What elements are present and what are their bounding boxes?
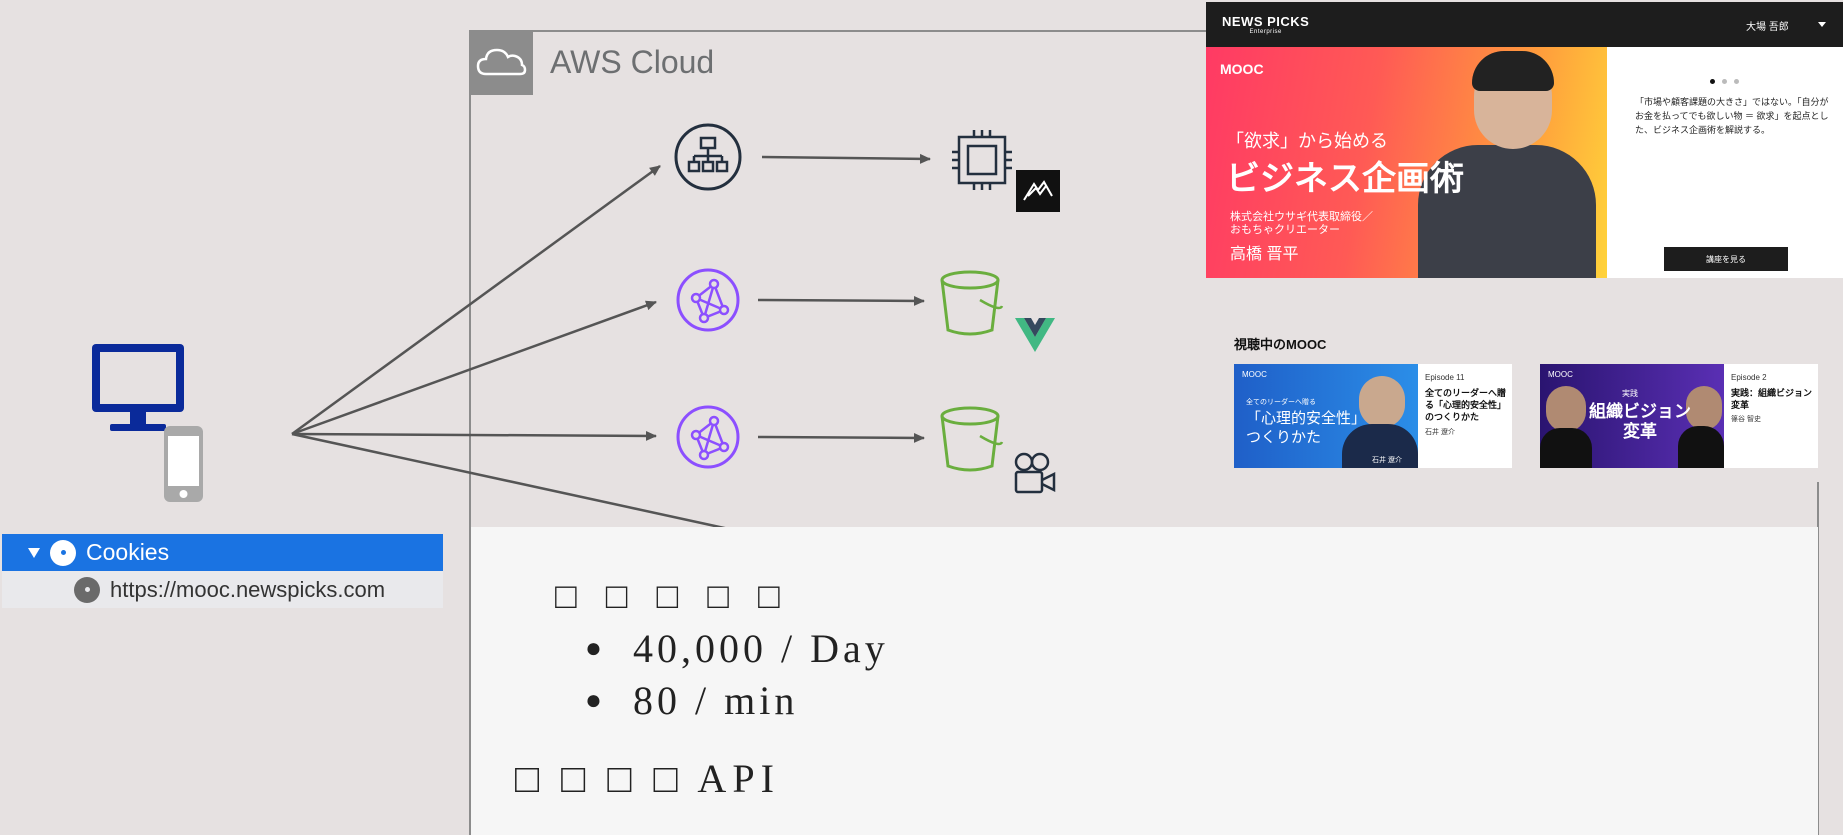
cookie-domain-label: https://mooc.newspicks.com bbox=[110, 576, 386, 602]
hero-description: 「市場や顧客課題の大きさ」ではない。「自分がお金を払ってでも欲しい物 ＝ 欲求」… bbox=[1635, 97, 1829, 135]
hero-info: 「市場や顧客課題の大きさ」ではない。「自分がお金を払ってでも欲しい物 ＝ 欲求」… bbox=[1607, 47, 1843, 278]
hero-title: ビジネス企画術 bbox=[1226, 160, 1464, 198]
stats-heading: □ □ □ □ □ bbox=[555, 576, 790, 616]
carousel-dot[interactable] bbox=[1734, 79, 1739, 84]
newspicks-logo[interactable]: NEWS PICKS Enterprise bbox=[1222, 14, 1309, 35]
arrow-cf1-to-s3 bbox=[757, 295, 925, 306]
hero-kicker: 「欲求」から始める bbox=[1226, 131, 1388, 151]
course-author: 篠谷 智史 bbox=[1731, 416, 1761, 423]
cookies-tree-header[interactable]: Cookies bbox=[2, 534, 443, 571]
cookies-panel: Cookies https://mooc.newspicks.com bbox=[2, 534, 443, 608]
hero-speaker-name: 高橋 晋平 bbox=[1230, 246, 1299, 263]
carousel-dot[interactable] bbox=[1722, 79, 1727, 84]
framework-logo-icon bbox=[1016, 170, 1060, 212]
cookies-header-label: Cookies bbox=[86, 539, 170, 565]
thumb-speaker-left-body bbox=[1540, 428, 1592, 468]
stat-per-min: 80 / min bbox=[585, 675, 889, 727]
episode-label: Episode 11 bbox=[1425, 373, 1465, 382]
ec2-instance-icon bbox=[952, 130, 1012, 190]
speaker-hair bbox=[1472, 51, 1554, 91]
cookies-tree-item[interactable]: https://mooc.newspicks.com bbox=[2, 571, 443, 608]
thumb-subtitle: 全てのリーダーへ贈る bbox=[1246, 399, 1316, 406]
carousel-dot[interactable] bbox=[1710, 79, 1715, 84]
cookie-icon bbox=[50, 539, 76, 566]
brand-name: NEWS PICKS bbox=[1222, 14, 1310, 29]
arrow-client-to-elb bbox=[291, 164, 661, 436]
brand-sub: Enterprise bbox=[1249, 29, 1282, 35]
view-course-button[interactable]: 講座を見る bbox=[1664, 247, 1788, 271]
thumb-speaker bbox=[1359, 376, 1405, 428]
mooc-logo: MOOC bbox=[1220, 61, 1264, 77]
user-menu[interactable]: 大場 吾郎 bbox=[1746, 22, 1789, 33]
thumb-speaker-left bbox=[1546, 386, 1586, 432]
carousel-dots[interactable] bbox=[1710, 71, 1746, 89]
thumb-mooc-logo: MOOC bbox=[1242, 370, 1267, 379]
course-thumbnail: MOOC 実践 組織ビジョン 変革 bbox=[1540, 364, 1724, 468]
episode-label: Episode 2 bbox=[1731, 373, 1767, 382]
top-bar: NEWS PICKS Enterprise 大場 吾郎 bbox=[1206, 2, 1843, 47]
thumb-mooc-logo: MOOC bbox=[1548, 370, 1573, 379]
course-thumbnail: MOOC 全てのリーダーへ贈る 「心理的安全性」の つくりかた 石井 遼介 bbox=[1234, 364, 1418, 468]
api-label: □ □ □ □ API bbox=[515, 756, 780, 801]
thumb-title: 組織ビジョン 変革 bbox=[1589, 402, 1691, 441]
newspicks-screenshot: NEWS PICKS Enterprise 大場 吾郎 MOOC 「欲求」から始… bbox=[1206, 2, 1843, 482]
mobile-phone-icon bbox=[164, 426, 203, 502]
vue-logo-icon bbox=[1015, 318, 1055, 352]
disclosure-triangle-icon[interactable] bbox=[28, 547, 40, 558]
course-card[interactable]: MOOC 実践 組織ビジョン 変革 Episode 2 実践：組織ビジョン変革 … bbox=[1540, 364, 1818, 468]
course-author: 石井 遼介 bbox=[1425, 429, 1455, 436]
cookie-icon bbox=[74, 576, 100, 603]
thumb-speaker-body bbox=[1342, 424, 1418, 468]
course-title: 全てのリーダーへ贈る「心理的安全性」のつくりかた bbox=[1425, 388, 1507, 422]
arrow-client-to-cloudfront-1 bbox=[291, 300, 657, 436]
course-card[interactable]: MOOC 全てのリーダーへ贈る 「心理的安全性」の つくりかた 石井 遼介 Ep… bbox=[1234, 364, 1512, 468]
load-balancer-icon bbox=[674, 123, 742, 191]
thumb-title: 「心理的安全性」の つくりかた bbox=[1246, 410, 1382, 446]
speaker-body bbox=[1418, 145, 1596, 278]
cloudfront-icon bbox=[676, 405, 740, 469]
course-title: 実践：組織ビジョン変革 bbox=[1731, 388, 1813, 410]
hero-banner[interactable]: MOOC 「欲求」から始める ビジネス企画術 株式会社ウサギ代表取締役／ おもち… bbox=[1206, 47, 1607, 278]
aws-cloud-label: AWS Cloud bbox=[550, 44, 715, 80]
desktop-computer-icon bbox=[92, 344, 184, 431]
video-camera-icon bbox=[1014, 452, 1056, 494]
thumb-subtitle: 実践 bbox=[1622, 389, 1638, 398]
thumb-speaker-name: 石井 遼介 bbox=[1372, 457, 1402, 464]
section-title: 視聴中のMOOC bbox=[1234, 337, 1327, 352]
cloudfront-icon bbox=[676, 268, 740, 332]
arrow-elb-to-ec2 bbox=[761, 153, 931, 164]
stat-per-day: 40,000 / Day bbox=[585, 623, 889, 675]
chevron-down-icon[interactable] bbox=[1818, 22, 1826, 27]
arrow-cf2-to-s3 bbox=[757, 432, 925, 443]
aws-cloud-icon bbox=[470, 32, 533, 95]
hero-company: 株式会社ウサギ代表取締役／ おもちゃクリエーター bbox=[1230, 211, 1373, 236]
arrow-client-to-cloudfront-2 bbox=[291, 430, 657, 441]
thumb-speaker-right-body bbox=[1678, 426, 1724, 468]
s3-bucket-icon bbox=[940, 406, 1004, 472]
s3-bucket-icon bbox=[940, 270, 1004, 336]
traffic-stats: □ □ □ □ □ 40,000 / Day 80 / min bbox=[555, 575, 889, 727]
thumb-speaker-right bbox=[1686, 386, 1722, 430]
